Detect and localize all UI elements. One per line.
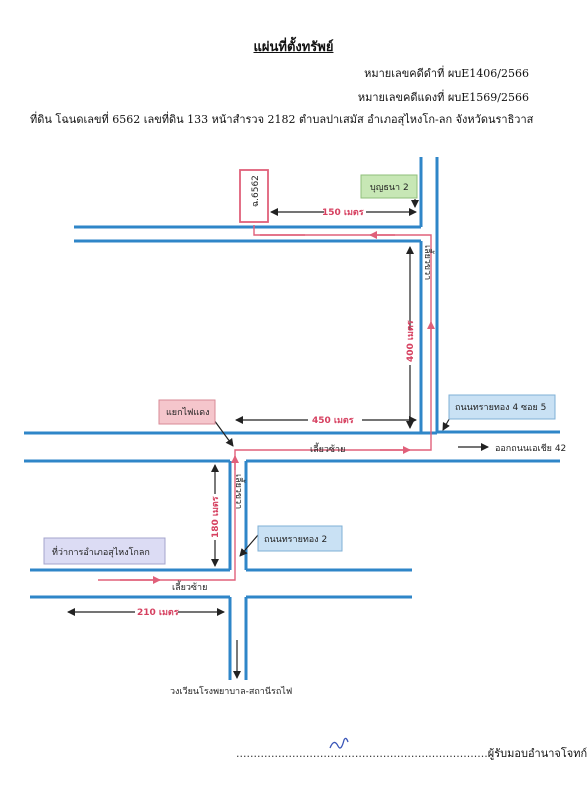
distance-400: 400 เมตร [406,320,416,362]
label-district-office: ที่ว่าการอำเภอสุไหงโกลก [52,545,150,558]
turn-right-top: เลี้ยวขวา [422,245,435,280]
authorized-label: ผู้รับมอบอำนาจโจทก์ [487,747,587,760]
route-line [98,225,435,584]
roundabout-label: วงเวียนโรงพยาบาล-สถานีรถไฟ [170,686,292,697]
route-path [98,225,432,581]
arrow-sai-thong2 [239,534,259,557]
plot-label: ฉ.6562 [251,175,261,207]
signature-dots: ........................................… [236,747,488,760]
box-soi5 [448,394,556,420]
exit-asia42: ออกถนนเอเชีย 42 [495,443,566,454]
box-boonyathana [360,174,418,199]
turn-left-bottom: เลี้ยวซ้าย [172,580,207,593]
signature [329,737,349,749]
red-case-number: หมายเลขคดีแดงที่ ผบE1569/2566 [357,91,529,104]
distance-arrows [67,199,489,679]
land-description: ที่ดิน โฉนดเลขที่ 6562 เลขที่ดิน 133 หน้… [30,113,534,126]
box-district-office [43,537,166,565]
distance-180: 180 เมตร [211,496,221,538]
signature-line: ........................................… [236,744,587,762]
turn-right-mid: เลี้ยวขวา [233,474,246,509]
label-sai-thong2: ถนนทรายทอง 2 [264,535,327,545]
box-traffic-light [158,399,216,425]
distance-150: 150 เมตร [322,208,364,218]
map-title: แผ่นที่ตั้งทรัพย์ [253,40,334,55]
turn-left-mid: เลี้ยวซ้าย [310,442,345,455]
black-case-number: หมายเลขคดีดำที่ ผบE1406/2566 [364,67,529,80]
land-plot-6562 [239,169,269,223]
arrow-traffic-light [213,419,234,447]
box-sai-thong2 [257,525,343,552]
distance-450: 450 เมตร [312,416,354,426]
distance-210: 210 เมตร [137,608,179,618]
label-soi5: ถนนทรายทอง 4 ซอย 5 [455,403,546,413]
label-boonyathana: บุญธนา 2 [370,183,409,193]
label-traffic-light: แยกไฟแดง [166,407,209,418]
